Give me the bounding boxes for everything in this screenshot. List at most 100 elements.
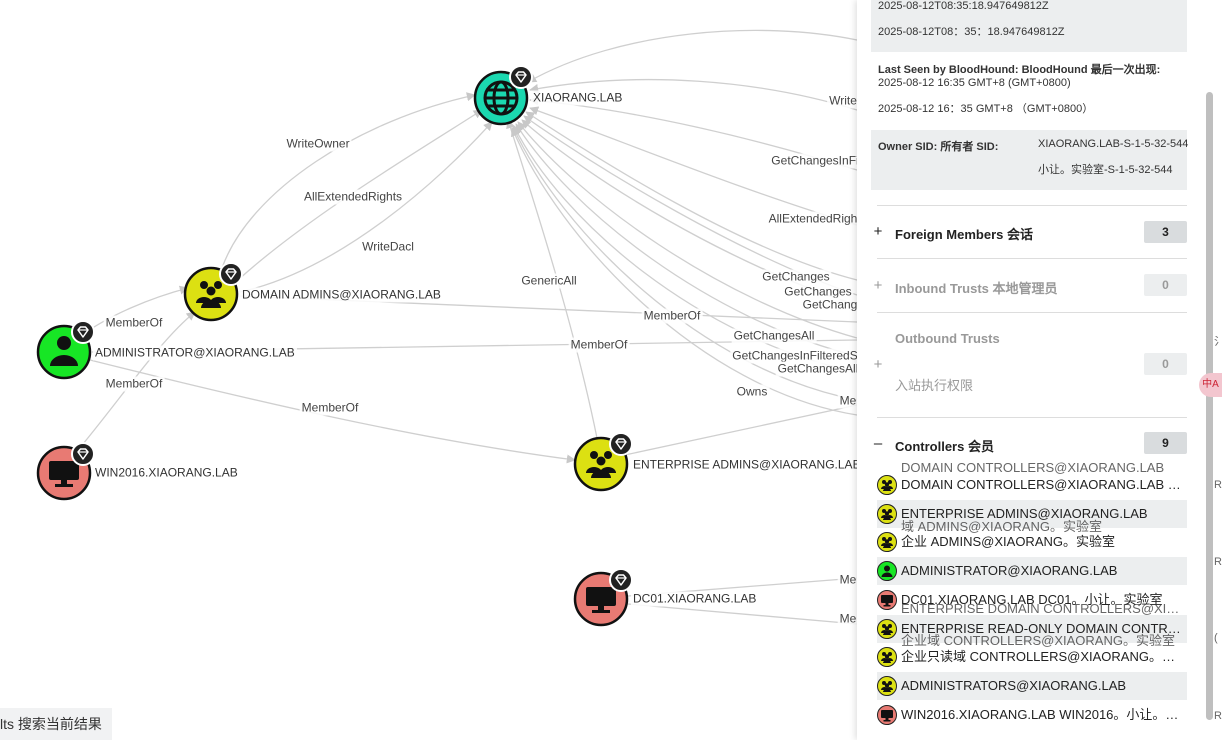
edge-glyph: R [1214, 556, 1222, 568]
edge-label[interactable]: GetChang [800, 297, 860, 313]
node-win2016[interactable] [36, 442, 95, 501]
last-seen-value: 2025-08-12 16:35 GMT+8 (GMT+0800) [878, 77, 1071, 89]
edge-label[interactable]: WriteDacl [360, 239, 416, 255]
controller-row[interactable]: ADMINISTRATOR@XIAORANG.LAB [877, 557, 1187, 585]
divider [877, 417, 1187, 418]
section-subtitle: 入站执行权限 [895, 378, 974, 393]
edge-label[interactable]: Me [837, 611, 859, 627]
edge-label[interactable]: GetChangesAll [731, 328, 817, 344]
group-icon [877, 619, 897, 639]
expand-icon[interactable]: + [873, 356, 883, 373]
edge-label[interactable]: GetChanges [782, 284, 854, 300]
owner-sid-value-translated: 小让。实验室-S-1-5-32-544 [1038, 164, 1173, 176]
gem-badge-icon [71, 320, 95, 344]
section-title[interactable]: Foreign Members 会话 [895, 227, 1033, 242]
edge-label[interactable]: WriteOwner [284, 136, 352, 152]
node-domain-admins[interactable] [183, 262, 243, 322]
node-label: DC01.XIAORANG.LAB [631, 591, 759, 607]
node-label: ENTERPRISE ADMINS@XIAORANG.LAB [631, 457, 863, 473]
group-icon [877, 532, 897, 552]
expand-icon[interactable]: + [873, 277, 883, 294]
translate-icon[interactable]: 中A [1199, 373, 1222, 397]
controller-overlay-text: 企业域 CONTROLLERS@XIAORANG。实验室 [901, 633, 1175, 648]
computer-icon [877, 590, 897, 610]
count-badge: 0 [1144, 353, 1187, 375]
edge-label[interactable]: Owns [734, 384, 770, 400]
gem-badge-icon [609, 568, 633, 592]
divider [877, 258, 1187, 259]
edge-label[interactable]: Write [827, 93, 859, 109]
node-administrator[interactable] [36, 320, 95, 380]
owner-sid-label: Owner SID: 所有者 SID: [878, 141, 999, 153]
edge-label[interactable]: AllExtendedRigh [766, 211, 860, 227]
controller-overlay-text: DOMAIN CONTROLLERS@XIAORANG.LAB [901, 460, 1165, 475]
divider [877, 205, 1187, 206]
controller-row[interactable]: ADMINISTRATORS@XIAORANG.LAB [877, 672, 1187, 700]
edge-label[interactable]: GetChangesAll [775, 361, 861, 377]
controller-row[interactable]: DOMAIN CONTROLLERS@XIAORANG.LAB 域控制器 [877, 471, 1187, 499]
edge-owner [221, 92, 476, 269]
edge-label[interactable]: MemberOf [103, 315, 165, 331]
gem-badge-icon [219, 262, 243, 286]
scrollbar[interactable] [1200, 0, 1222, 740]
controller-row[interactable]: 企业只读域 CONTROLLERS@XIAORANG。实验室 [877, 643, 1187, 671]
graph-edges [77, 29, 858, 625]
owner-sid-block [871, 130, 1187, 190]
computer-icon [877, 705, 897, 725]
edge-fan2 [529, 78, 858, 111]
controller-name: ADMINISTRATORS@XIAORANG.LAB [901, 678, 1127, 693]
last-seen-label: Last Seen by BloodHound: BloodHound 最后一次… [878, 64, 1161, 76]
edge-label[interactable]: MemberOf [103, 376, 165, 392]
controller-name: WIN2016.XIAORANG.LAB WIN2016。小让。实验室 [901, 707, 1187, 722]
edge-label[interactable]: GetChangesInFi [769, 153, 861, 169]
edge-glyph: R [1214, 710, 1222, 722]
group-icon [196, 281, 226, 308]
edge-label[interactable]: MemberOf [299, 400, 361, 416]
edge-fan1 [527, 29, 858, 83]
controller-row[interactable]: WIN2016.XIAORANG.LAB WIN2016。小让。实验室 [877, 701, 1187, 729]
edge-fan12 [512, 126, 858, 401]
edge-fan11 [511, 127, 858, 416]
edge-fan4 [529, 106, 858, 226]
edge-label[interactable]: GenericAll [519, 273, 579, 289]
controller-overlay-text: 域 ADMINS@XIAORANG。实验室 [901, 519, 1102, 534]
group-icon [877, 647, 897, 667]
controller-row[interactable]: ENTERPRISE READ-ONLY DOMAIN CONTROLLERS@… [877, 615, 1187, 643]
edge-fan5 [525, 111, 858, 281]
edge-ea-right [624, 404, 858, 456]
controller-name: ADMINISTRATOR@XIAORANG.LAB [901, 563, 1118, 578]
controller-row[interactable]: ENTERPRISE ADMINS@XIAORANG.LAB [877, 500, 1187, 528]
edge-label[interactable]: GetChanges [760, 269, 832, 285]
group-icon [877, 504, 897, 524]
controller-name: DOMAIN CONTROLLERS@XIAORANG.LAB 域控制器 [901, 477, 1187, 492]
count-badge: 3 [1144, 221, 1187, 243]
edge-fan8 [517, 121, 858, 339]
gem-badge-icon [71, 442, 95, 466]
section-title[interactable]: Controllers 会员 [895, 439, 994, 454]
edge-label[interactable]: Me [837, 393, 859, 409]
search-current-results-button[interactable]: lts 搜索当前结果 [0, 708, 112, 740]
count-badge: 0 [1144, 274, 1187, 296]
expand-icon[interactable]: + [873, 223, 883, 240]
node-xiaorang-lab[interactable] [473, 65, 533, 126]
controller-row[interactable]: DC01.XIAORANG.LAB DC01。小让。实验室 [877, 586, 1187, 614]
edge-label[interactable]: GetChangesInFilteredS [730, 348, 860, 364]
edge-glyph: 氵 [1214, 336, 1222, 348]
controller-row[interactable]: 企业 ADMINS@XIAORANG。实验室 [877, 528, 1187, 556]
group-icon [877, 475, 897, 495]
edge-label[interactable]: MemberOf [568, 337, 630, 353]
computer-icon [49, 461, 79, 487]
timestamp-block [871, 0, 1187, 52]
collapse-icon[interactable]: – [873, 435, 883, 452]
edge-label[interactable]: Me [837, 572, 859, 588]
globe-icon [483, 80, 519, 116]
edge-label[interactable]: AllExtendedRights [301, 189, 405, 205]
node-dc01[interactable] [573, 568, 633, 627]
edge-label[interactable]: MemberOf [641, 308, 703, 324]
section-title[interactable]: Outbound Trusts [895, 331, 1000, 346]
node-label: ADMINISTRATOR@XIAORANG.LAB [93, 345, 297, 361]
scrollbar-thumb[interactable] [1206, 92, 1213, 720]
section-title[interactable]: Inbound Trusts 本地管理员 [895, 281, 1058, 296]
node-enterprise-admins[interactable] [573, 432, 633, 492]
